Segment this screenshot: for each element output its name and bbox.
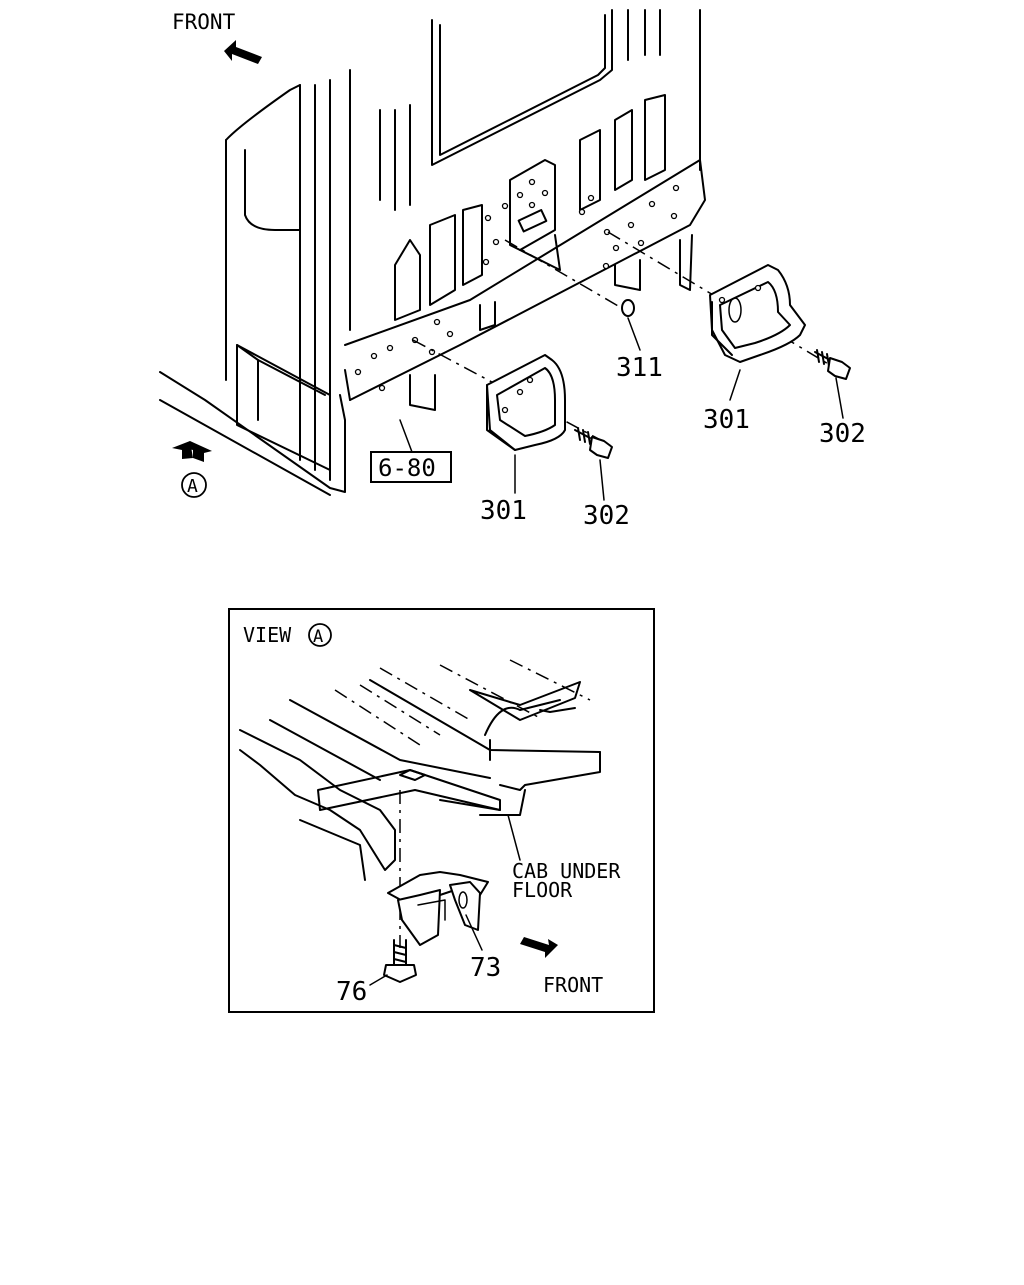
detail-view-title: VIEW [243,623,292,647]
view-a-marker-letter: A [187,476,198,497]
front-label-top: FRONT [172,10,236,34]
bolt-76-part [383,939,417,983]
bolt-right-part [814,349,851,380]
bracket-73-part [387,871,489,946]
cab-body [159,9,706,496]
callout-bolt-76: 76 [336,977,367,1007]
cab-underfloor [239,659,601,881]
detail-view: VIEW A [228,608,655,1013]
mounting-holes [354,178,680,392]
detail-view-marker-letter: A [313,627,323,647]
callout-bolt-left-302: 302 [583,501,630,531]
callout-bracket-right-301: 301 [703,405,750,435]
bracket-right-part [709,264,806,363]
bolt-left-part [574,427,613,459]
bracket-left-part [486,354,566,451]
floor-label-line1: CAB UNDER [512,859,621,883]
reference-box: 6-80 [370,451,452,483]
view-a-arrow-icon [172,441,212,462]
floor-label-line2: FLOOR [512,878,573,902]
front-label-detail: FRONT [543,973,603,997]
callout-bracket-left-301: 301 [480,496,527,526]
detail-view-marker: A [308,623,332,647]
reference-box-label: 6-80 [378,454,436,482]
front-arrow-detail-icon [520,937,558,958]
washer-part [621,299,635,317]
main-view: FRONT [159,9,866,531]
view-a-marker: A [181,472,207,498]
callout-leaders [399,317,844,501]
callout-washer-311: 311 [616,353,663,383]
callout-bolt-right-302: 302 [819,419,866,449]
detail-view-frame [228,608,655,1013]
detail-callout-leaders [369,814,521,986]
callout-bracket-73: 73 [470,953,501,983]
front-arrow-top-icon [224,40,262,64]
